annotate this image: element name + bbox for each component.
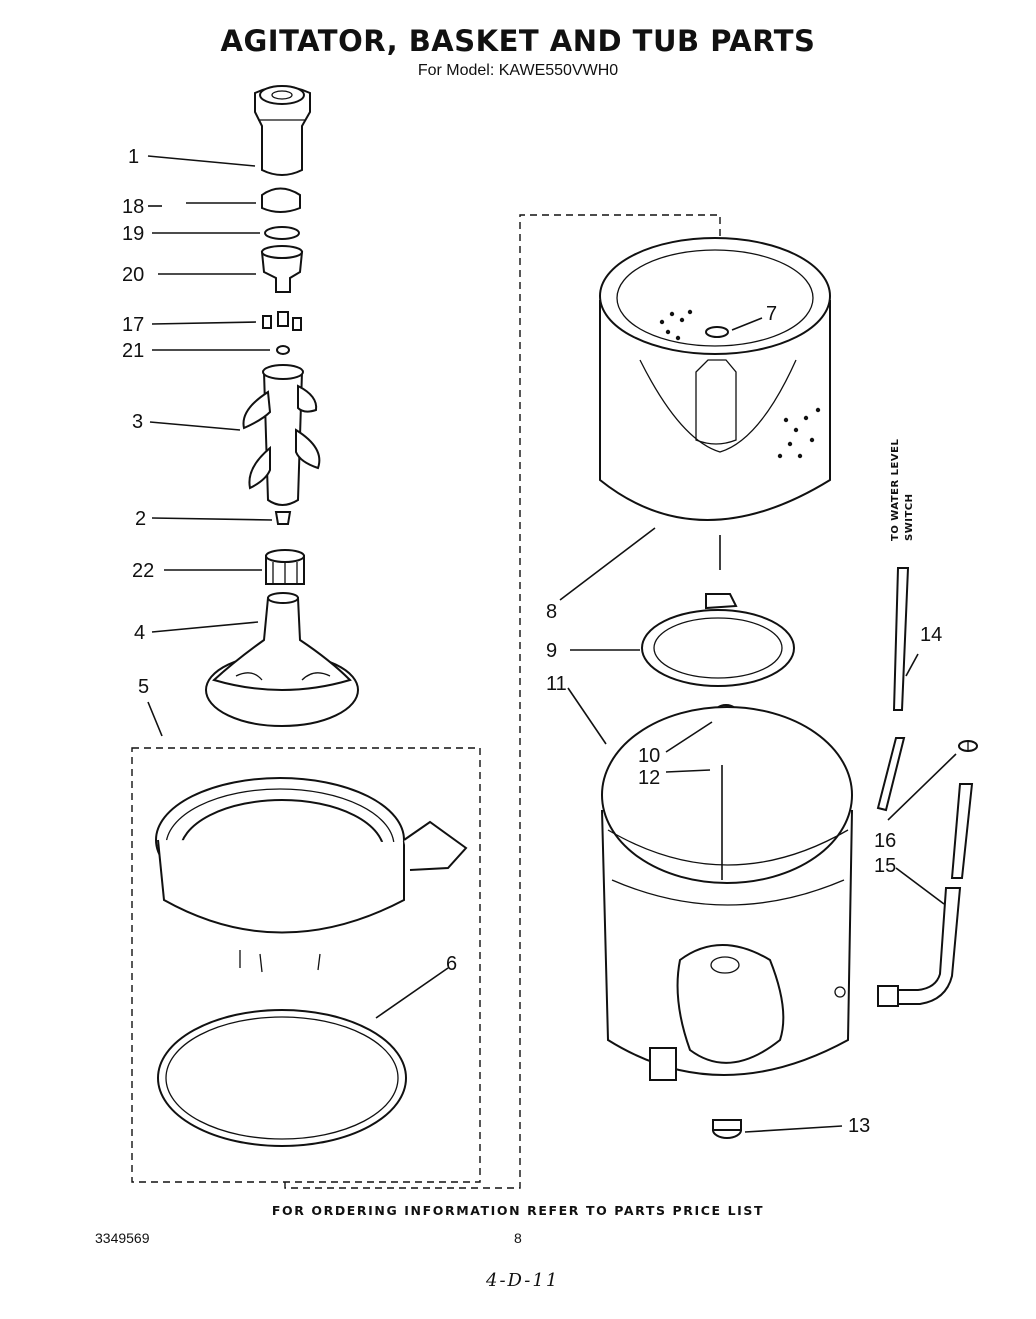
part-15-hose: [877, 783, 974, 1007]
callout-3: 3: [132, 411, 143, 433]
part-14-hose-lower: [876, 737, 906, 812]
callout-11: 11: [546, 673, 567, 695]
handwritten-note: 4-D-11: [486, 1270, 560, 1291]
page-number: 8: [514, 1230, 522, 1246]
part-19-ring: [264, 226, 300, 240]
part-18: [261, 187, 301, 213]
callout-12: 12: [638, 767, 660, 789]
part-3-agitator: [242, 364, 321, 506]
callout-19: 19: [122, 223, 144, 245]
callout-13: 13: [848, 1115, 870, 1137]
side-note-line1: TO WATER LEVEL: [890, 439, 901, 541]
callout-21: 21: [122, 340, 144, 362]
callout-14: 14: [920, 624, 942, 646]
callout-8: 8: [546, 601, 557, 623]
part-16-clamp: [958, 740, 978, 752]
part-5-ring: [155, 777, 468, 973]
doc-number: 3349569: [95, 1230, 150, 1246]
callout-10: 10: [638, 745, 660, 767]
part-agitator-cap: [254, 85, 311, 176]
part-20: [260, 245, 304, 293]
leader-lines: [147, 155, 957, 1133]
callout-22: 22: [132, 560, 154, 582]
part-21-ring: [276, 345, 290, 355]
callout-16: 16: [874, 830, 896, 852]
callout-18: 18: [122, 196, 144, 218]
part-22-gear: [265, 549, 305, 585]
dashed-box-5-6: [131, 747, 481, 1183]
callout-20: 20: [122, 264, 144, 286]
page-title: AGITATOR, BASKET AND TUB PARTS: [220, 24, 816, 58]
callout-2: 2: [135, 508, 146, 530]
side-note-line2: SWITCH: [904, 494, 915, 541]
callout-4: 4: [134, 622, 145, 644]
part-9-ring: [641, 593, 795, 687]
callout-5: 5: [138, 676, 149, 698]
dashed-connector: [284, 214, 721, 1189]
callout-7: 7: [766, 303, 777, 325]
part-13-plug: [712, 1119, 742, 1139]
part-4-base: [205, 592, 359, 727]
callout-17: 17: [122, 314, 144, 336]
model-subtitle: For Model: KAWE550VWH0: [417, 62, 619, 79]
ordering-note: FOR ORDERING INFORMATION REFER TO PARTS …: [271, 1203, 765, 1218]
callout-1: 1: [128, 146, 139, 168]
part-17-clips: [262, 311, 302, 331]
part-8-basket: [599, 237, 831, 521]
part-6-gasket: [157, 1009, 407, 1147]
part-2: [274, 511, 292, 525]
part-14-hose: [892, 567, 910, 711]
callout-15: 15: [874, 855, 896, 877]
callout-9: 9: [546, 640, 557, 662]
callout-6: 6: [446, 953, 457, 975]
part-11-tub: [601, 706, 853, 1081]
